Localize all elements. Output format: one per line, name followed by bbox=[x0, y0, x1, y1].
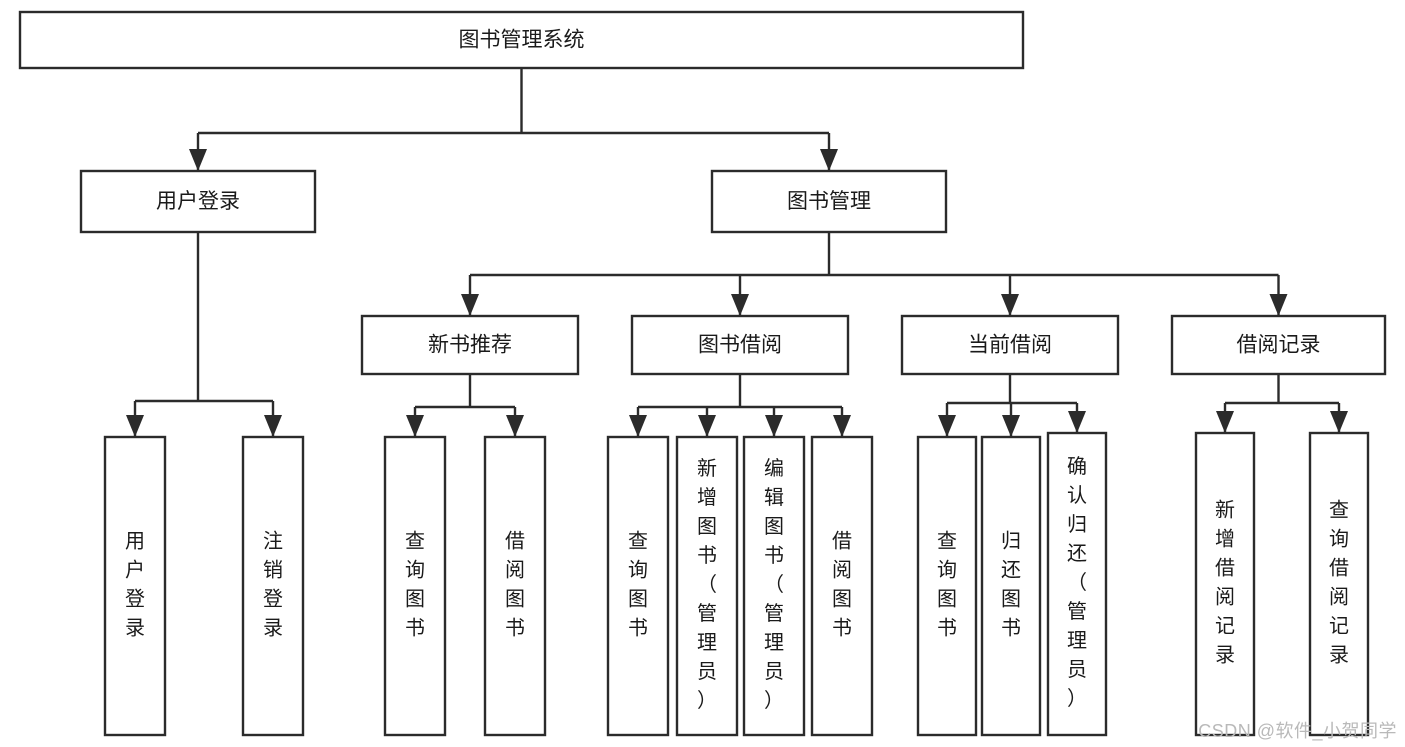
node-box-leaf-confirm-return[interactable] bbox=[1046, 431, 1108, 737]
node-borrow[interactable]: 图书借阅 bbox=[630, 314, 850, 376]
node-leaf-return-book[interactable]: 归还图书 bbox=[980, 435, 1042, 737]
node-label-leaf-edit-book: 编辑图书（管理员） bbox=[764, 457, 784, 712]
node-leaf-add-book[interactable]: 新增图书（管理员） bbox=[675, 435, 739, 737]
node-box-leaf-return-book[interactable] bbox=[980, 435, 1042, 737]
node-label-leaf-borrow-book-1: 借阅图书 bbox=[505, 530, 525, 640]
nodes-layer: 图书管理系统用户登录图书管理新书推荐图书借阅当前借阅借阅记录用户登录注销登录查询… bbox=[18, 10, 1387, 737]
node-leaf-borrow-book-2[interactable]: 借阅图书 bbox=[810, 435, 874, 737]
node-box-borrow[interactable] bbox=[630, 314, 850, 376]
node-box-newbook[interactable] bbox=[360, 314, 580, 376]
node-label-leaf-query-book-1: 查询图书 bbox=[405, 530, 425, 640]
node-box-leaf-borrow-book-2[interactable] bbox=[810, 435, 874, 737]
node-leaf-query-record[interactable]: 查询借阅记录 bbox=[1308, 431, 1370, 737]
node-newbook[interactable]: 新书推荐 bbox=[360, 314, 580, 376]
node-box-bookmgmt[interactable] bbox=[710, 169, 948, 234]
node-bookmgmt[interactable]: 图书管理 bbox=[710, 169, 948, 234]
node-box-leaf-query-book-3[interactable] bbox=[916, 435, 978, 737]
node-label-borrow: 图书借阅 bbox=[698, 334, 782, 357]
node-box-leaf-query-book-2[interactable] bbox=[606, 435, 670, 737]
node-box-leaf-add-record[interactable] bbox=[1194, 431, 1256, 737]
node-leaf-confirm-return[interactable]: 确认归还（管理员） bbox=[1046, 431, 1108, 737]
node-label-bookmgmt: 图书管理 bbox=[787, 190, 871, 213]
node-label-login: 用户登录 bbox=[156, 190, 240, 213]
node-leaf-user-login[interactable]: 用户登录 bbox=[103, 435, 167, 737]
node-root[interactable]: 图书管理系统 bbox=[18, 10, 1025, 70]
node-box-leaf-edit-book[interactable] bbox=[742, 435, 806, 737]
node-label-leaf-query-record: 查询借阅记录 bbox=[1329, 499, 1349, 667]
node-box-current[interactable] bbox=[900, 314, 1120, 376]
node-box-login[interactable] bbox=[79, 169, 317, 234]
node-label-leaf-add-book: 新增图书（管理员） bbox=[697, 457, 717, 712]
node-box-root[interactable] bbox=[18, 10, 1025, 70]
node-box-leaf-user-logout[interactable] bbox=[241, 435, 305, 737]
node-current[interactable]: 当前借阅 bbox=[900, 314, 1120, 376]
node-label-leaf-return-book: 归还图书 bbox=[1001, 530, 1021, 640]
node-label-leaf-borrow-book-2: 借阅图书 bbox=[832, 530, 852, 640]
node-label-leaf-query-book-3: 查询图书 bbox=[937, 530, 957, 640]
node-label-leaf-user-login: 用户登录 bbox=[125, 531, 145, 640]
node-box-leaf-query-record[interactable] bbox=[1308, 431, 1370, 737]
node-label-leaf-user-logout: 注销登录 bbox=[263, 530, 283, 640]
node-label-leaf-confirm-return: 确认归还（管理员） bbox=[1067, 455, 1087, 710]
connector-lines-layer bbox=[126, 68, 1348, 437]
node-label-leaf-add-record: 新增借阅记录 bbox=[1215, 499, 1235, 667]
node-leaf-query-book-3[interactable]: 查询图书 bbox=[916, 435, 978, 737]
node-leaf-user-logout[interactable]: 注销登录 bbox=[241, 435, 305, 737]
node-label-newbook: 新书推荐 bbox=[428, 334, 512, 357]
node-leaf-borrow-book-1[interactable]: 借阅图书 bbox=[483, 435, 547, 737]
node-leaf-query-book-2[interactable]: 查询图书 bbox=[606, 435, 670, 737]
node-records[interactable]: 借阅记录 bbox=[1170, 314, 1387, 376]
node-label-current: 当前借阅 bbox=[968, 334, 1052, 357]
node-label-leaf-query-book-2: 查询图书 bbox=[628, 530, 648, 640]
node-box-leaf-user-login[interactable] bbox=[103, 435, 167, 737]
node-box-leaf-query-book-1[interactable] bbox=[383, 435, 447, 737]
node-leaf-add-record[interactable]: 新增借阅记录 bbox=[1194, 431, 1256, 737]
node-leaf-edit-book[interactable]: 编辑图书（管理员） bbox=[742, 435, 806, 737]
node-box-leaf-borrow-book-1[interactable] bbox=[483, 435, 547, 737]
node-login[interactable]: 用户登录 bbox=[79, 169, 317, 234]
node-label-records: 借阅记录 bbox=[1237, 334, 1321, 357]
node-box-records[interactable] bbox=[1170, 314, 1387, 376]
node-leaf-query-book-1[interactable]: 查询图书 bbox=[383, 435, 447, 737]
node-box-leaf-add-book[interactable] bbox=[675, 435, 739, 737]
node-label-root: 图书管理系统 bbox=[459, 29, 585, 52]
